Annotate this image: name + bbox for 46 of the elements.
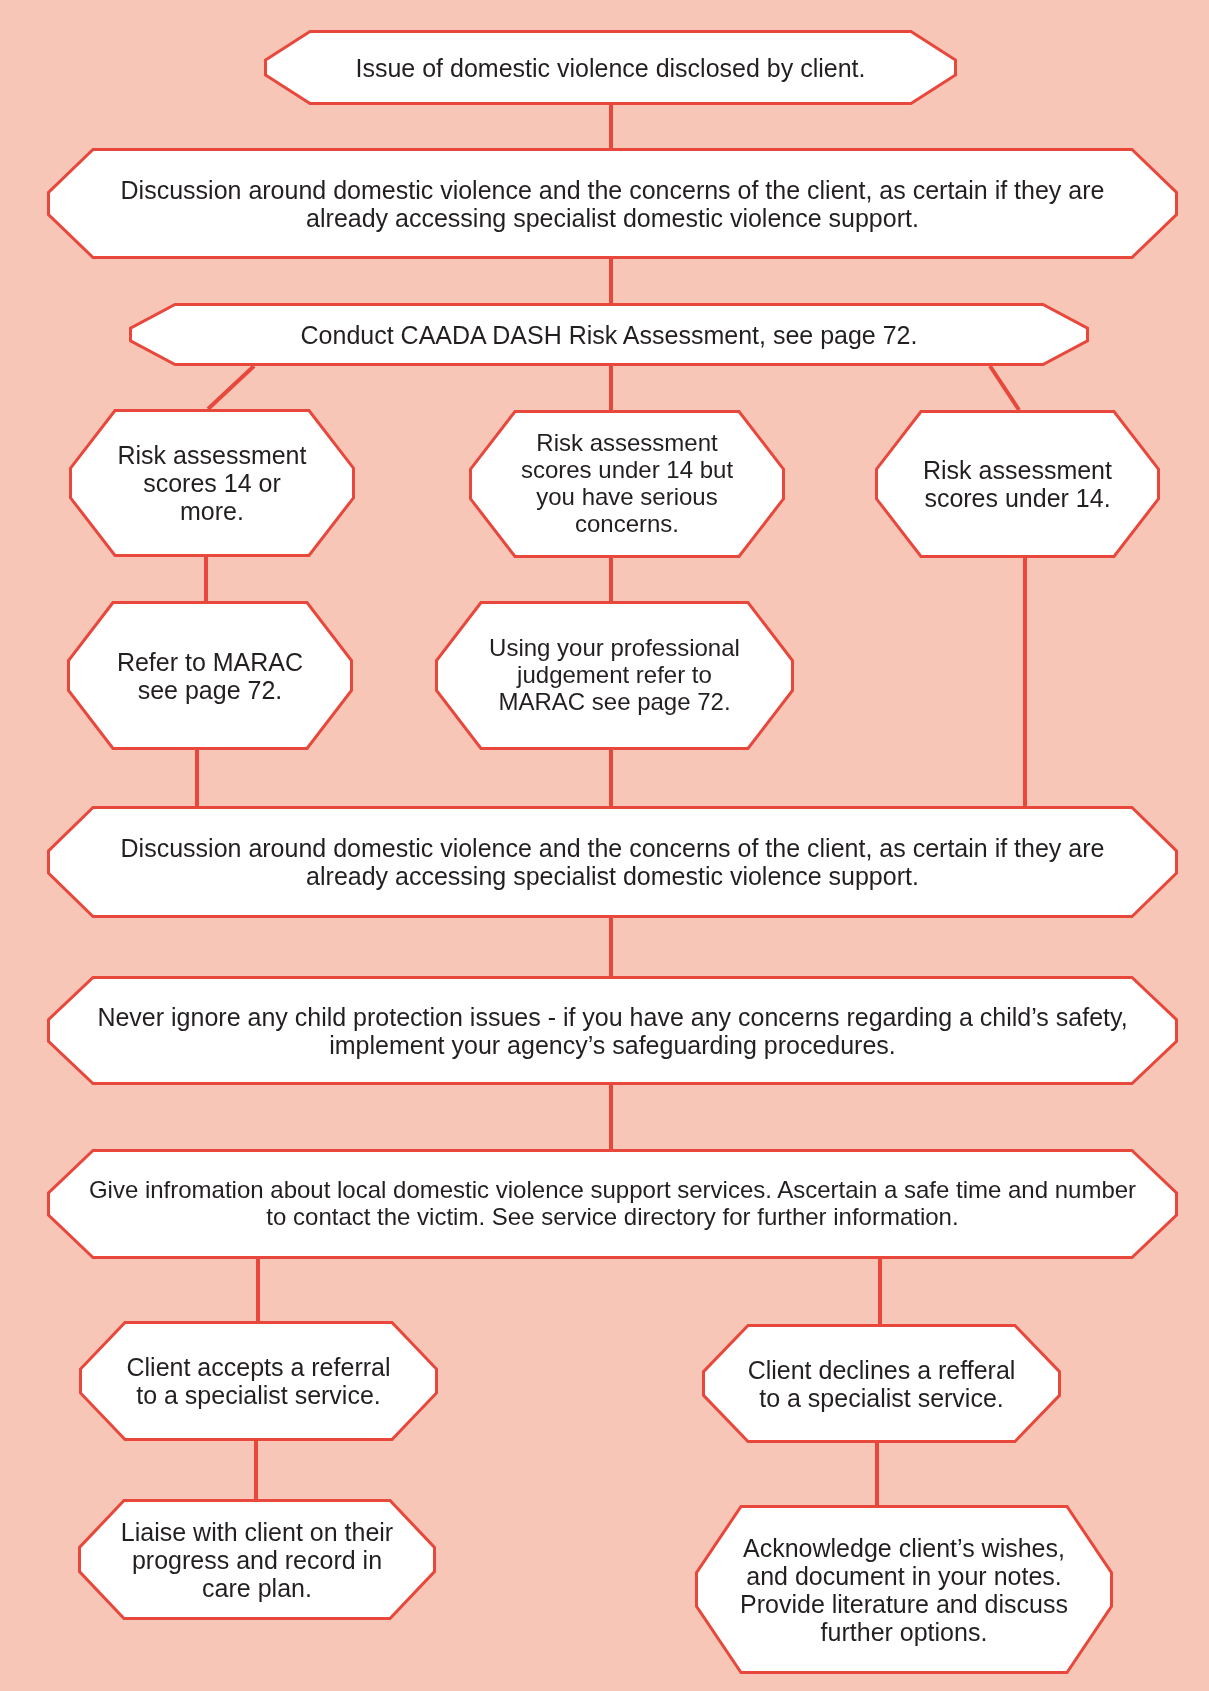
process-octagon bbox=[469, 410, 785, 558]
step-text: Liaise with client on their progress and record in care plan. bbox=[119, 1517, 395, 1602]
step-text: Never ignore any child protection issues - if you have any concerns regarding a child’s safety, implement your agency’s safeguarding procedures. bbox=[96, 1002, 1129, 1059]
process-octagon bbox=[47, 1149, 1178, 1259]
step-text: Risk assessment scores under 14 but you have serious concerns. bbox=[519, 430, 735, 538]
step-text: Risk assessment scores 14 or more. bbox=[116, 441, 308, 525]
process-octagon bbox=[129, 303, 1089, 366]
connector-line bbox=[609, 366, 613, 410]
connector-line bbox=[254, 1441, 258, 1499]
step-text: Using your professional judgement refer to MARAC see page 72. bbox=[488, 635, 741, 716]
connector-line bbox=[875, 1443, 879, 1505]
step-text: Client accepts a referral to a specialist service. bbox=[125, 1353, 392, 1409]
step-text: Client declines a refferal to a specialist service. bbox=[746, 1355, 1017, 1412]
connector-line bbox=[609, 918, 613, 976]
process-octagon bbox=[875, 410, 1160, 558]
connector-line bbox=[609, 558, 613, 601]
connector-line bbox=[878, 1259, 882, 1324]
step-text: Acknowledge client’s wishes, and document in your notes. Provide literature and discuss further options. bbox=[739, 1533, 1069, 1646]
step-text: Issue of domestic violence disclosed by client. bbox=[355, 53, 866, 82]
step-text: Discussion around domestic violence and the concerns of the client, as certain if they are already accessing specialist domestic violence support. bbox=[119, 175, 1106, 232]
step-text: Risk assessment scores under 14. bbox=[922, 456, 1113, 512]
connector-line bbox=[988, 364, 1021, 412]
process-octagon bbox=[79, 1321, 438, 1441]
connector-line bbox=[204, 557, 208, 601]
process-octagon bbox=[264, 30, 957, 105]
process-octagon bbox=[67, 601, 353, 750]
step-text: Give infromation about local domestic violence support services. Ascertain a safe time and number to contact the victim. See service directory for further information. bbox=[87, 1177, 1138, 1231]
process-octagon bbox=[695, 1505, 1113, 1674]
connector-line bbox=[206, 364, 256, 411]
connector-line bbox=[609, 105, 613, 148]
connector-line bbox=[1023, 558, 1027, 806]
step-text: Conduct CAADA DASH Risk Assessment, see page 72. bbox=[300, 320, 918, 349]
process-octagon bbox=[69, 409, 355, 557]
step-text: Discussion around domestic violence and the concerns of the client, as certain if they are already accessing specialist domestic violence support. bbox=[119, 834, 1106, 890]
process-octagon bbox=[702, 1324, 1061, 1443]
connector-line bbox=[195, 750, 199, 806]
process-octagon bbox=[47, 976, 1178, 1085]
connector-line bbox=[609, 259, 613, 303]
process-octagon bbox=[78, 1499, 436, 1620]
connector-line bbox=[609, 750, 613, 806]
connector-line bbox=[609, 1085, 613, 1149]
process-octagon bbox=[47, 148, 1178, 259]
step-text: Refer to MARAC see page 72. bbox=[115, 647, 305, 704]
connector-line bbox=[256, 1259, 260, 1321]
process-octagon bbox=[47, 806, 1178, 918]
process-octagon bbox=[435, 601, 794, 750]
